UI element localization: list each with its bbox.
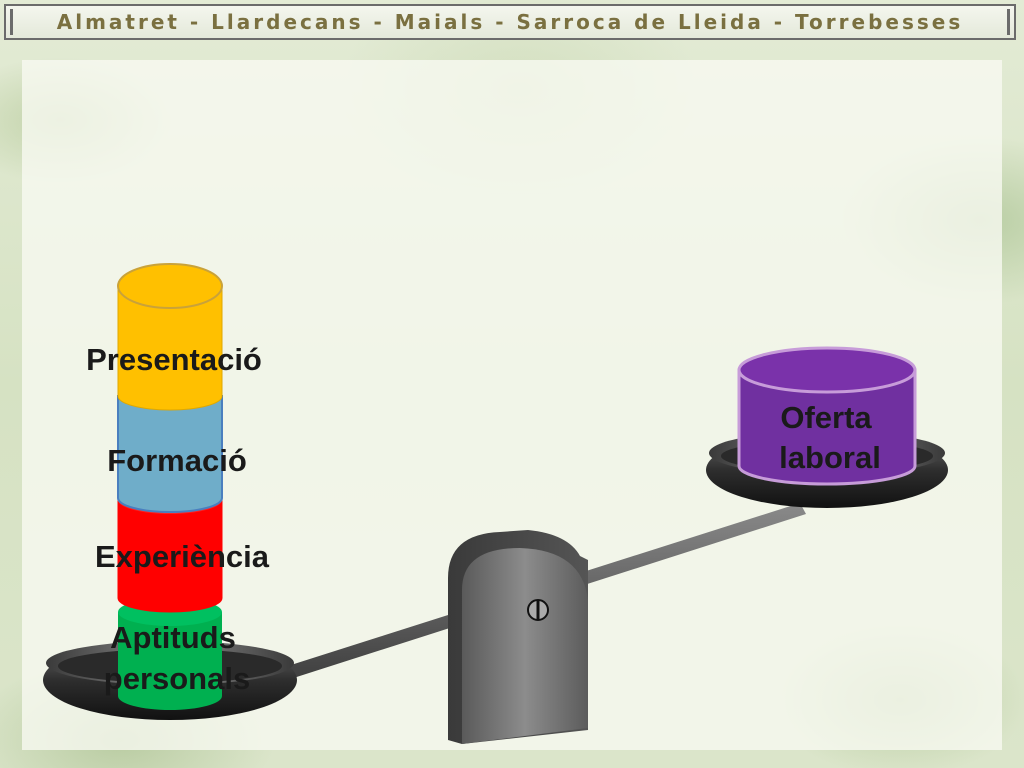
- label-aptituds-line1: Aptituds: [110, 620, 236, 655]
- label-oferta-line2: laboral: [779, 440, 881, 475]
- fulcrum: [448, 530, 588, 744]
- left-stack: [117, 263, 223, 710]
- header-title: Almatret - Llardecans - Maials - Sarroca…: [56, 10, 964, 34]
- label-presentacio: Presentació: [86, 342, 262, 377]
- label-oferta-line1: Oferta: [780, 400, 872, 435]
- label-aptituds-line2: personals: [104, 661, 250, 696]
- cylinder-oferta: [737, 346, 917, 486]
- header-bar: Almatret - Llardecans - Maials - Sarroca…: [4, 4, 1016, 40]
- label-experiencia: Experiència: [95, 539, 270, 574]
- label-formacio: Formació: [107, 443, 247, 478]
- cylinder-presentacio: [117, 263, 223, 411]
- left-pan: [43, 640, 297, 720]
